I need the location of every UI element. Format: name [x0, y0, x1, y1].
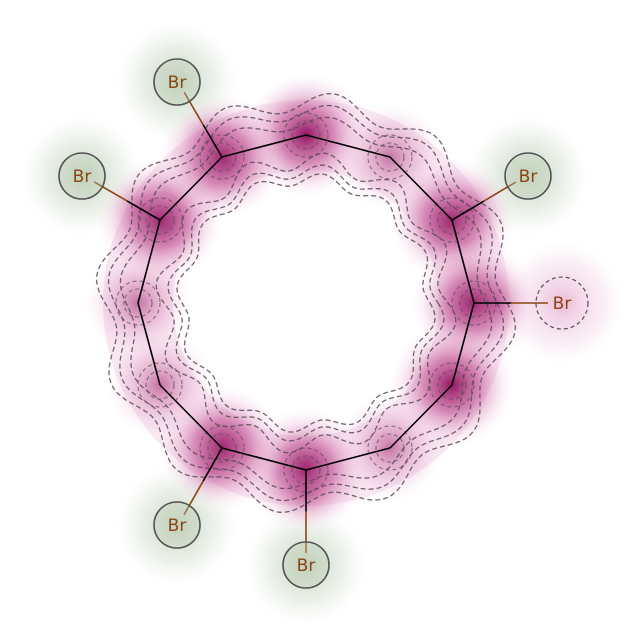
ring-bond: [159, 156, 223, 221]
contour-line: [167, 164, 445, 442]
atom-label-br: Br: [73, 167, 92, 187]
contour-line: [283, 447, 329, 493]
ring-bond: [451, 219, 475, 304]
ring-bond: [137, 302, 161, 386]
contour-line: [367, 425, 413, 471]
substituent-bond: [483, 181, 517, 202]
contour-line: [207, 433, 237, 463]
ring-bond: [389, 156, 453, 221]
ring-bond: [221, 134, 307, 158]
halo-glow: [244, 503, 368, 627]
ring-bond: [137, 219, 161, 304]
density-contours: [95, 92, 589, 514]
substituent-bond: [202, 447, 223, 482]
substituent-2: Br: [504, 152, 552, 200]
atom-ring: [504, 152, 552, 200]
contour-line: [199, 425, 245, 471]
atom-label-br: Br: [553, 294, 572, 314]
contour-line: [145, 370, 175, 400]
substituent-bond: [183, 91, 204, 126]
ring-bond: [451, 302, 475, 386]
atom-ring: [153, 58, 201, 106]
substituent-4: Br: [153, 501, 201, 549]
contour-line: [429, 197, 475, 243]
atom-label-br: Br: [168, 73, 187, 93]
contour-line: [199, 134, 245, 180]
substituent-bond: [93, 181, 128, 202]
atom-label-br: Br: [519, 167, 538, 187]
contour-line: [123, 288, 153, 318]
atom-ring: [282, 541, 330, 589]
ring-bond: [305, 134, 391, 158]
substituent-0: Br: [153, 58, 201, 106]
atom-ring: [153, 501, 201, 549]
contour-line: [137, 362, 183, 408]
contour-line: [107, 104, 505, 502]
contour-line: [437, 205, 467, 235]
ring-bond: [305, 447, 391, 471]
contour-line: [375, 142, 405, 172]
substituent-bond: [126, 200, 161, 221]
contour-line: [115, 280, 161, 326]
substituent-5: Br: [282, 541, 330, 589]
contour-line: [429, 362, 475, 408]
contour-line: [437, 370, 467, 400]
bond-layer: [93, 91, 548, 553]
atom-layer: Br Br Br Br Br Br: [58, 58, 572, 589]
contour-line: [95, 92, 517, 514]
atom-ring: [58, 152, 106, 200]
substituent-1: Br: [58, 152, 106, 200]
ring-bond: [389, 384, 453, 449]
substituent-bond: [202, 124, 223, 158]
substituent-bond: [183, 480, 204, 516]
contour-line: [283, 112, 329, 158]
contour-line: [291, 120, 321, 150]
contour-line: [119, 116, 493, 490]
atom-label-br: Br: [297, 556, 316, 576]
substituent-bond: [451, 200, 485, 221]
contour-line: [367, 134, 413, 180]
halo-glow: [500, 241, 624, 365]
contour-line: [145, 205, 175, 235]
contour-line: [375, 433, 405, 463]
contour-line: [176, 173, 436, 433]
substituent-3: Br: [553, 294, 572, 314]
ring-bond: [221, 447, 307, 471]
contour-line: [207, 142, 237, 172]
ring-bond: [159, 384, 223, 449]
contour-line: [535, 276, 589, 330]
contour-line: [155, 152, 457, 454]
contour-line: [137, 197, 183, 243]
atom-label-br: Br: [168, 516, 187, 536]
